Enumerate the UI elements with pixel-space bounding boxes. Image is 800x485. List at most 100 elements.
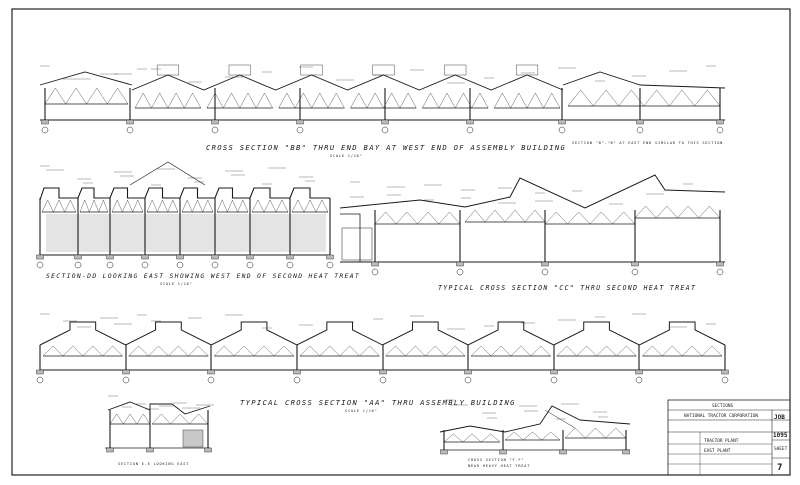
truss-web (206, 92, 216, 109)
footing (631, 261, 639, 267)
title-block-heading: SECTIONS (712, 403, 734, 409)
truss-web (500, 345, 512, 357)
truss-web (247, 92, 257, 109)
truss-web (278, 92, 288, 109)
truss-web (134, 92, 144, 109)
job-number: 1095 (773, 432, 788, 439)
monitor-frame (156, 64, 179, 76)
footing (296, 119, 304, 125)
truss-web (471, 433, 482, 443)
truss-web (446, 92, 456, 109)
truss-web (152, 199, 158, 213)
footing (636, 119, 644, 125)
truss-web (178, 345, 189, 357)
truss-web (162, 199, 168, 213)
truss-web (132, 199, 138, 213)
grid-bubble (286, 261, 294, 269)
grid-bubble (456, 268, 464, 276)
truss-web (406, 211, 418, 225)
footing (204, 447, 212, 453)
truss-web (438, 211, 450, 225)
footing (499, 449, 507, 455)
truss-web (65, 87, 77, 105)
section-bb-caption: CROSS SECTION "BB" THRU END BAY AT WEST … (206, 143, 566, 152)
truss-web (89, 199, 95, 213)
footing (211, 119, 219, 125)
truss-web (395, 345, 406, 357)
footing (41, 119, 49, 125)
truss-web (93, 199, 99, 213)
footing (381, 119, 389, 125)
grid-bubble (716, 268, 724, 276)
truss-web (430, 92, 439, 109)
truss-web (578, 211, 591, 225)
truss-web (321, 199, 329, 213)
truss-web (167, 92, 177, 109)
truss-web (481, 433, 491, 443)
truss-web (601, 211, 613, 225)
truss-web (311, 92, 320, 109)
truss-web (184, 92, 193, 109)
truss-web (256, 92, 265, 109)
truss-web (242, 199, 249, 213)
grid-bubble (211, 261, 219, 269)
title-block-location: EAST PLANT (704, 448, 731, 454)
truss-web (575, 427, 586, 439)
truss-web (417, 211, 429, 225)
truss-web (192, 92, 201, 109)
truss-web (151, 92, 160, 109)
truss-web (543, 92, 552, 109)
truss-web (170, 413, 181, 425)
truss-web (605, 89, 619, 107)
section-bb-note: SECTION "B"-"B" AT EAST END SIMILAR TO T… (572, 141, 723, 145)
truss-web (701, 345, 713, 357)
grid-bubble (74, 261, 82, 269)
annex-outline (341, 227, 373, 261)
grid-bubble (466, 126, 474, 134)
truss-web (510, 345, 522, 357)
truss-web (122, 199, 128, 213)
footing (440, 449, 448, 455)
truss-web (427, 211, 439, 225)
truss-web (172, 199, 179, 213)
truss-web (399, 92, 409, 109)
title-block-company: NATIONAL TRACTOR CORPORATION (684, 413, 758, 419)
truss-web (168, 345, 179, 357)
truss-web (385, 211, 397, 225)
footing (456, 261, 464, 267)
monitor-frame (516, 64, 539, 76)
truss-web (299, 345, 310, 357)
truss-web (84, 199, 90, 213)
truss-web (82, 345, 93, 357)
truss-web (349, 345, 360, 357)
truss-web (494, 209, 506, 223)
truss-web (474, 209, 486, 223)
section-ff-caption: CROSS SECTION "F-F" (468, 458, 524, 462)
truss-web (623, 211, 636, 225)
truss-web (618, 89, 632, 107)
roof-profile (439, 405, 631, 433)
truss-web (179, 413, 190, 425)
truss-web (309, 345, 320, 357)
truss-web (53, 199, 60, 213)
truss-web (327, 92, 337, 109)
truss-web (652, 345, 663, 357)
truss-web (47, 199, 54, 213)
footing (106, 254, 114, 260)
truss-web (520, 345, 531, 357)
truss-web (214, 92, 224, 109)
footing (207, 369, 215, 375)
truss-web (112, 345, 123, 357)
grid-bubble (464, 376, 472, 384)
grid-bubble (550, 376, 558, 384)
truss-web (711, 345, 723, 357)
truss-web (234, 345, 245, 357)
grid-bubble (293, 376, 301, 384)
grid-bubble (36, 376, 44, 384)
grid-bubble (326, 261, 334, 269)
truss-web (455, 92, 464, 109)
roof-end-bay-east (562, 71, 726, 89)
truss-web (435, 345, 446, 357)
truss-web (92, 345, 103, 357)
truss-web (269, 199, 277, 213)
